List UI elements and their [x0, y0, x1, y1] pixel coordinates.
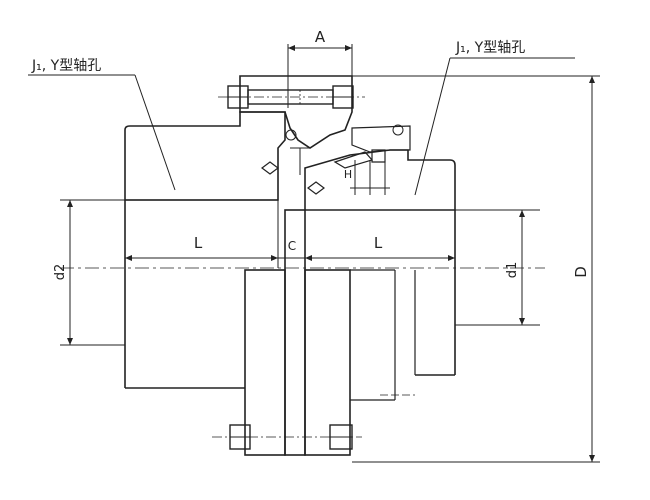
dim-l-left-label: L	[194, 234, 203, 252]
bottom-bolt	[212, 424, 362, 450]
dim-a-label: A	[315, 28, 326, 46]
dim-d-label: D	[572, 266, 590, 278]
left-hub-body	[124, 199, 278, 389]
dimension-d2: d2	[53, 199, 125, 346]
flange-section	[239, 75, 411, 153]
dim-c-label: C	[288, 239, 296, 253]
bore-label-left: J₁, Y型轴孔	[28, 58, 176, 191]
bore-label-right-text: J₁, Y型轴孔	[455, 40, 525, 56]
dimension-l-right: L	[304, 210, 455, 268]
dim-h-label: H	[344, 168, 352, 181]
dimension-d: D	[352, 75, 600, 463]
bore-label-right: J₁, Y型轴孔	[414, 40, 575, 196]
dim-l-right-label: L	[374, 234, 383, 252]
bore-label-left-text: J₁, Y型轴孔	[31, 58, 101, 74]
dimension-d1: d1	[455, 209, 540, 326]
dim-d1-label: d1	[505, 262, 520, 279]
sleeve-flanges	[244, 209, 415, 456]
dimension-h: H	[344, 160, 390, 195]
dimension-l-left: L	[125, 200, 279, 268]
right-hub-section	[304, 149, 456, 211]
top-bolt	[218, 85, 365, 109]
dim-d2-label: d2	[53, 264, 68, 281]
dimension-a: A	[287, 28, 353, 108]
right-hub-body	[394, 210, 456, 400]
dimension-c: C	[278, 239, 305, 259]
left-hub-section	[124, 111, 286, 201]
